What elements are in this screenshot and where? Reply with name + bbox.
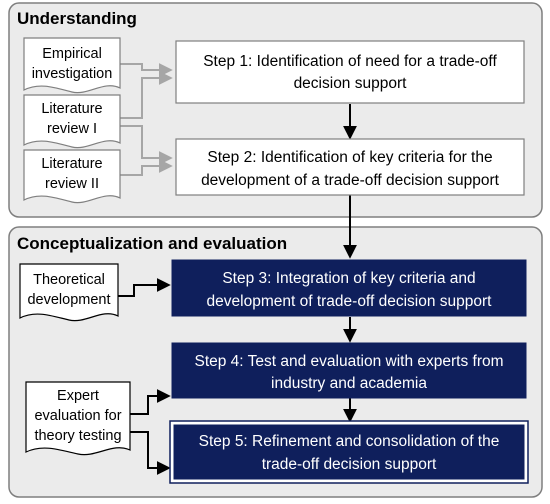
step-5-line1: Step 5: Refinement and consolidation of … bbox=[199, 433, 500, 450]
step-2-box: Step 2: Identification of key criteria f… bbox=[175, 138, 525, 196]
doc-expert-line1: Expert bbox=[57, 388, 99, 404]
step-3-line2: development of trade-off decision suppor… bbox=[207, 293, 493, 310]
arrow-expert-to-step5 bbox=[130, 431, 171, 475]
document-theoretical: Theoretical development bbox=[19, 263, 119, 322]
doc-empirical-line1: Empirical bbox=[42, 46, 102, 62]
step-5-box: Step 5: Refinement and consolidation of … bbox=[169, 420, 529, 484]
conceptualization-title: Conceptualization and evaluation bbox=[17, 234, 287, 253]
arrow-theoretical-to-step3 bbox=[118, 278, 171, 297]
doc-lit1-line1: Literature bbox=[41, 101, 102, 117]
doc-theoretical-line2: development bbox=[27, 292, 110, 308]
step-1-line2: decision support bbox=[294, 75, 408, 92]
arrow-empirical-to-step1 bbox=[120, 63, 173, 77]
document-lit1: Literature review I bbox=[23, 94, 121, 149]
step-2-line1: Step 2: Identification of key criteria f… bbox=[207, 149, 492, 166]
understanding-title: Understanding bbox=[17, 9, 137, 28]
step-4-box: Step 4: Test and evaluation with experts… bbox=[171, 342, 527, 399]
document-empirical: Empirical investigation bbox=[23, 37, 121, 94]
doc-expert-line3: theory testing bbox=[34, 428, 121, 444]
arrow-lit2-to-step2 bbox=[120, 159, 173, 176]
doc-lit2-line1: Literature bbox=[41, 156, 102, 172]
doc-lit2-line2: review II bbox=[45, 176, 99, 192]
arrow-lit1-to-step2 bbox=[120, 125, 173, 165]
step-1-line1: Step 1: Identification of need for a tra… bbox=[203, 53, 497, 70]
step-4-line2: industry and academia bbox=[271, 375, 427, 392]
step-1-box: Step 1: Identification of need for a tra… bbox=[175, 40, 525, 104]
step-4-line1: Step 4: Test and evaluation with experts… bbox=[194, 353, 503, 370]
doc-expert-line2: evaluation for bbox=[34, 408, 121, 424]
step-5-line2: trade-off decision support bbox=[262, 456, 437, 473]
step-3-box: Step 3: Integration of key criteria and … bbox=[171, 259, 527, 317]
doc-empirical-line2: investigation bbox=[32, 66, 113, 82]
document-lit2: Literature review II bbox=[23, 149, 121, 204]
step-2-line2: development of a trade-off decision supp… bbox=[201, 172, 500, 189]
doc-theoretical-line1: Theoretical bbox=[33, 272, 105, 288]
arrow-expert-to-step4 bbox=[130, 389, 171, 415]
arrow-lit1-to-step1 bbox=[120, 71, 173, 119]
step-3-line1: Step 3: Integration of key criteria and bbox=[222, 270, 475, 287]
document-expert: Expert evaluation for theory testing bbox=[25, 381, 131, 456]
doc-lit1-line2: review I bbox=[47, 121, 97, 137]
